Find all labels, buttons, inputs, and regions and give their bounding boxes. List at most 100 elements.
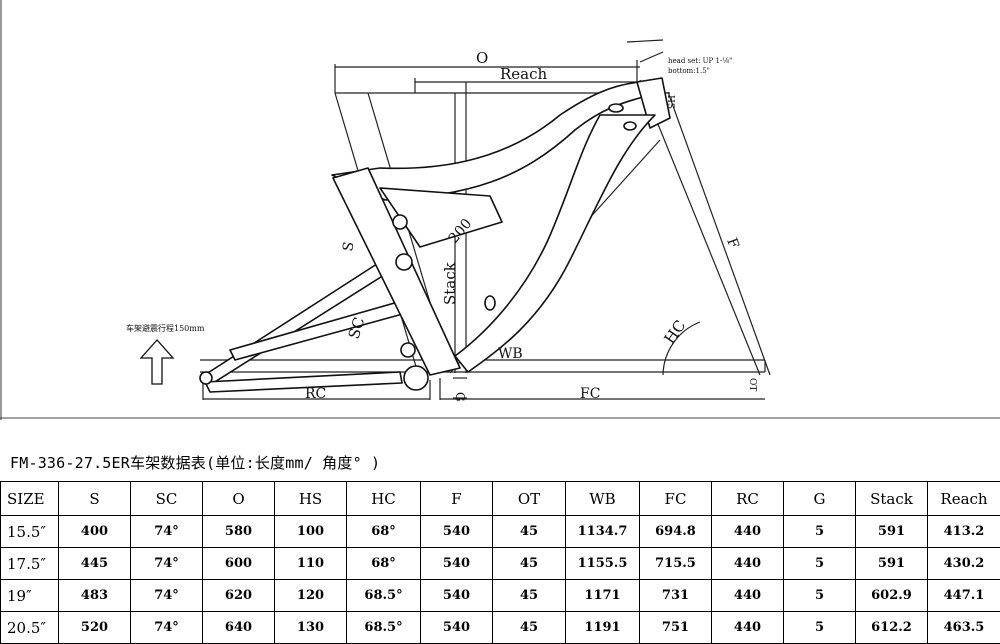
table-cell: 540 (421, 580, 493, 612)
table-cell: 591 (856, 516, 928, 548)
label-fc: FC (580, 386, 600, 402)
table-cell: 68° (347, 548, 421, 580)
table-cell: 413.2 (928, 516, 1000, 548)
table-cell: 68° (347, 516, 421, 548)
table-cell: 45 (493, 612, 566, 644)
table-cell: 694.8 (640, 516, 712, 548)
table-cell: 620 (203, 580, 275, 612)
label-s: S (340, 240, 357, 252)
table-cell: 5 (784, 548, 856, 580)
frame-geometry-diagram: O Reach head set: UP 1-⅛" bottom:1.5" HS… (0, 0, 1000, 420)
label-f: F (723, 236, 741, 251)
col-header: Reach (928, 482, 1000, 516)
table-cell: 591 (856, 548, 928, 580)
col-header: S (59, 482, 131, 516)
table-cell: 440 (712, 548, 784, 580)
cable-port-2 (624, 122, 636, 130)
label-headset-note-1: head set: UP 1-⅛" (668, 57, 732, 65)
up-arrow-icon (141, 340, 173, 384)
table-cell: 440 (712, 612, 784, 644)
col-header: O (203, 482, 275, 516)
size-cell: 20.5″ (1, 612, 59, 644)
table-cell: 120 (275, 580, 347, 612)
chain-stay (205, 372, 402, 392)
label-stack: Stack (441, 261, 459, 305)
table-cell: 520 (59, 612, 131, 644)
table-cell: 540 (421, 612, 493, 644)
col-header: Stack (856, 482, 928, 516)
table-cell: 612.2 (856, 612, 928, 644)
table-cell: 602.9 (856, 580, 928, 612)
table-cell: 580 (203, 516, 275, 548)
cable-port-1 (609, 104, 623, 112)
table-cell: 1191 (566, 612, 640, 644)
table-cell: 600 (203, 548, 275, 580)
table-cell: 5 (784, 516, 856, 548)
table-cell: 751 (640, 612, 712, 644)
table-cell: 74° (131, 516, 203, 548)
pivot-link (393, 215, 407, 229)
frame-spec-table: SIZE S SC O HS HC F OT WB FC RC G Stack … (0, 481, 1000, 644)
table-cell: 1155.5 (566, 548, 640, 580)
table-cell: 45 (493, 516, 566, 548)
bottom-bracket (404, 366, 428, 390)
table-cell: 540 (421, 548, 493, 580)
table-cell: 74° (131, 548, 203, 580)
col-header: G (784, 482, 856, 516)
col-header: HC (347, 482, 421, 516)
table-cell: 463.5 (928, 612, 1000, 644)
table-cell: 1134.7 (566, 516, 640, 548)
size-cell: 19″ (1, 580, 59, 612)
col-header: OT (493, 482, 566, 516)
table-caption: FM-336-27.5ER车架数据表(单位:长度mm/ 角度° ) (10, 452, 380, 473)
table-cell: 45 (493, 580, 566, 612)
table-cell: 1171 (566, 580, 640, 612)
table-cell: 540 (421, 516, 493, 548)
col-header: FC (640, 482, 712, 516)
col-header: HS (275, 482, 347, 516)
table-cell: 74° (131, 580, 203, 612)
table-cell: 447.1 (928, 580, 1000, 612)
label-g: G (453, 392, 467, 402)
col-header: RC (712, 482, 784, 516)
table-cell: 100 (275, 516, 347, 548)
table-cell: 110 (275, 548, 347, 580)
label-reach: Reach (500, 65, 548, 83)
table-cell: 483 (59, 580, 131, 612)
rear-dropout (200, 372, 212, 384)
table-cell: 440 (712, 580, 784, 612)
label-wb: WB (498, 346, 523, 362)
table-cell: 5 (784, 580, 856, 612)
size-cell: 15.5″ (1, 516, 59, 548)
table-cell: 400 (59, 516, 131, 548)
table-header-row: SIZE S SC O HS HC F OT WB FC RC G Stack … (1, 482, 1000, 516)
size-cell: 17.5″ (1, 548, 59, 580)
col-header: SIZE (1, 482, 59, 516)
down-tube (455, 115, 655, 372)
table-cell: 68.5° (347, 612, 421, 644)
pivot-lower (401, 343, 415, 357)
frame-tubes (200, 78, 670, 392)
col-header: F (421, 482, 493, 516)
table-cell: 130 (275, 612, 347, 644)
table-cell: 440 (712, 516, 784, 548)
label-hc: HC (661, 317, 690, 347)
label-rc: RC (305, 386, 326, 402)
table-cell: 68.5° (347, 580, 421, 612)
table-cell: 5 (784, 612, 856, 644)
table-cell: 445 (59, 548, 131, 580)
label-o: O (476, 49, 488, 67)
table-cell: 430.2 (928, 548, 1000, 580)
table-cell: 715.5 (640, 548, 712, 580)
label-ot: OT (747, 378, 757, 391)
col-header: SC (131, 482, 203, 516)
table-cell: 74° (131, 612, 203, 644)
pivot-upper (396, 254, 412, 270)
label-suspension-note: 车架避震行程150mm (126, 323, 205, 333)
table-cell: 45 (493, 548, 566, 580)
label-hs: HS (665, 95, 675, 109)
